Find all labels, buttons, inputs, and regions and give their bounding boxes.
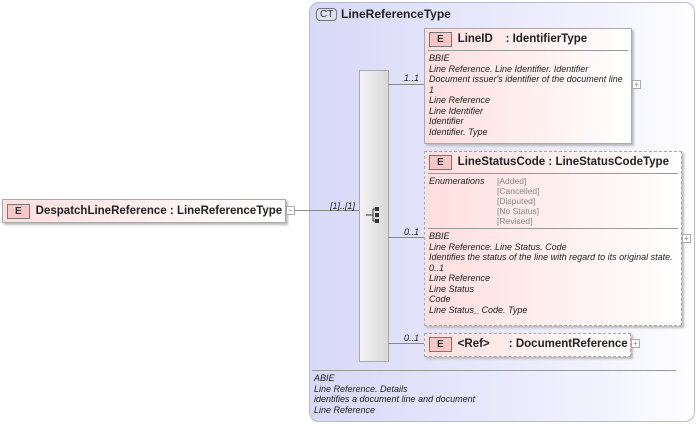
annotation-line: Code xyxy=(429,294,451,304)
sequence-icon xyxy=(366,207,379,223)
divider xyxy=(312,370,676,371)
annotation-line: [No Status] xyxy=(497,206,540,216)
connector xyxy=(295,210,359,211)
element-badge: E xyxy=(429,32,452,47)
annotation-line: ABIE xyxy=(314,373,335,383)
connector xyxy=(388,343,424,344)
root-cardinality: [1]..[1] xyxy=(330,201,356,211)
annotation-line: 0..1 xyxy=(429,262,445,273)
ct-badge: CT xyxy=(316,8,338,21)
connector xyxy=(388,237,424,238)
annotation-line: Line Reference. Line Identifier. Identif… xyxy=(429,63,589,74)
complex-type-title: LineReferenceType xyxy=(341,7,451,21)
element-type: IdentifierType xyxy=(512,33,588,45)
element-name: LineID xyxy=(457,33,493,45)
annotation-line: Line Reference. Details xyxy=(314,383,408,394)
cardinality: 1..1 xyxy=(404,73,420,83)
element-type: LineStatusCodeType xyxy=(555,156,669,168)
annotation-line: Line Identifier xyxy=(429,105,484,116)
annotation-line: Line Reference xyxy=(429,273,491,283)
annotation-line: 1 xyxy=(429,84,435,95)
annotation-line: Identifier. Type xyxy=(429,126,488,137)
cardinality: 0..1 xyxy=(404,333,420,343)
annotation-line: Line Reference xyxy=(314,404,376,415)
element-badge: E xyxy=(429,337,452,352)
annotation-line: BBIE xyxy=(429,53,450,63)
expand-icon[interactable]: + xyxy=(631,339,640,348)
element-name: LineStatusCode xyxy=(457,156,546,168)
expand-icon[interactable]: + xyxy=(682,234,691,243)
annotation-line: BBIE xyxy=(429,231,450,241)
sequence-compositor[interactable] xyxy=(359,70,389,362)
element-type: DocumentReference xyxy=(515,338,628,350)
expand-icon[interactable]: + xyxy=(632,80,641,89)
element-name: <Ref> xyxy=(457,338,490,350)
cardinality: 0..1 xyxy=(404,227,420,237)
connector xyxy=(388,84,424,85)
annotation-line: [Cancelled] xyxy=(497,186,540,196)
annotation-line: Line Status xyxy=(429,283,475,294)
annotation-line: [Disputed] xyxy=(497,196,536,206)
element-badge: E xyxy=(429,155,452,170)
root-name: DespatchLineReference xyxy=(35,205,167,217)
annotation-line: Identifier xyxy=(429,116,464,126)
annotation-line: identifies a document line and document xyxy=(314,394,476,404)
enumeration-list: [Added][Cancelled][Disputed][No Status][… xyxy=(497,176,540,226)
element-document-reference[interactable]: E<Ref> : DocumentReference xyxy=(424,333,631,357)
enumerations-label: Enumerations xyxy=(429,176,485,186)
annotation-line: Document issuer's identifier of the docu… xyxy=(429,74,623,84)
element-badge: E xyxy=(7,204,30,219)
annotation-line: Line Reference. Line Status. Code xyxy=(429,241,567,252)
annotation-line: Identifies the status of the line with r… xyxy=(429,252,673,262)
annotation-line: [Revised] xyxy=(497,216,533,226)
annotation-line: Line Reference xyxy=(429,95,491,105)
root-type: LineReferenceType xyxy=(176,205,283,217)
annotation-line: Line Status_ Code. Type xyxy=(429,304,528,315)
collapse-icon[interactable]: − xyxy=(286,206,295,215)
annotation-line: [Added] xyxy=(497,176,527,186)
